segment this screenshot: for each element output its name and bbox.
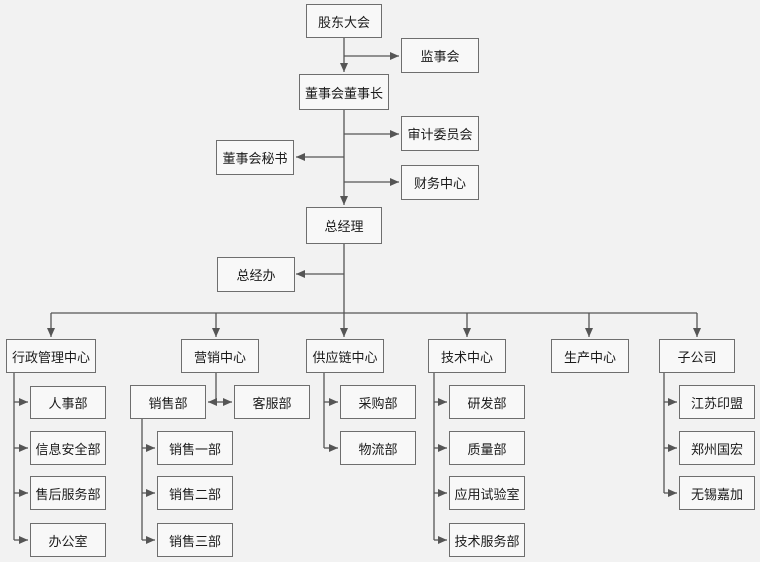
node-audit-committee: 审计委员会 [401, 116, 479, 151]
node-rd-dept: 研发部 [449, 385, 525, 419]
node-subsidiaries: 子公司 [659, 339, 735, 373]
node-finance-center: 财务中心 [401, 165, 479, 200]
node-marketing-center: 营销中心 [181, 339, 259, 373]
node-customer-service-dept: 客服部 [234, 385, 310, 419]
node-sales-3: 销售三部 [157, 523, 233, 557]
node-sub-zhengzhou: 郑州国宏 [679, 431, 755, 465]
node-tech-service-dept: 技术服务部 [449, 523, 525, 557]
node-application-lab: 应用试验室 [449, 476, 525, 510]
node-sales-dept: 销售部 [130, 385, 206, 419]
node-shareholders-meeting: 股东大会 [306, 4, 382, 38]
node-chairman: 董事会董事长 [299, 74, 389, 110]
node-sub-jiangsu: 江苏印盟 [679, 385, 755, 419]
node-sales-1: 销售一部 [157, 431, 233, 465]
node-office: 办公室 [30, 523, 106, 557]
node-supply-chain-center: 供应链中心 [306, 339, 384, 373]
node-hr-dept: 人事部 [30, 386, 106, 419]
node-aftersales-dept: 售后服务部 [30, 476, 106, 510]
node-production-center: 生产中心 [551, 339, 629, 373]
node-sales-2: 销售二部 [157, 476, 233, 510]
node-logistics-dept: 物流部 [340, 431, 416, 465]
node-gm-office: 总经办 [217, 257, 295, 292]
node-procurement-dept: 采购部 [340, 385, 416, 419]
node-infosec-dept: 信息安全部 [30, 431, 106, 465]
node-general-manager: 总经理 [306, 207, 382, 244]
node-board-secretary: 董事会秘书 [216, 140, 294, 175]
node-sub-wuxi: 无锡嘉加 [679, 476, 755, 510]
node-tech-center: 技术中心 [428, 339, 506, 373]
node-admin-center: 行政管理中心 [6, 339, 96, 373]
node-supervisory-board: 监事会 [401, 38, 479, 73]
node-quality-dept: 质量部 [449, 431, 525, 465]
